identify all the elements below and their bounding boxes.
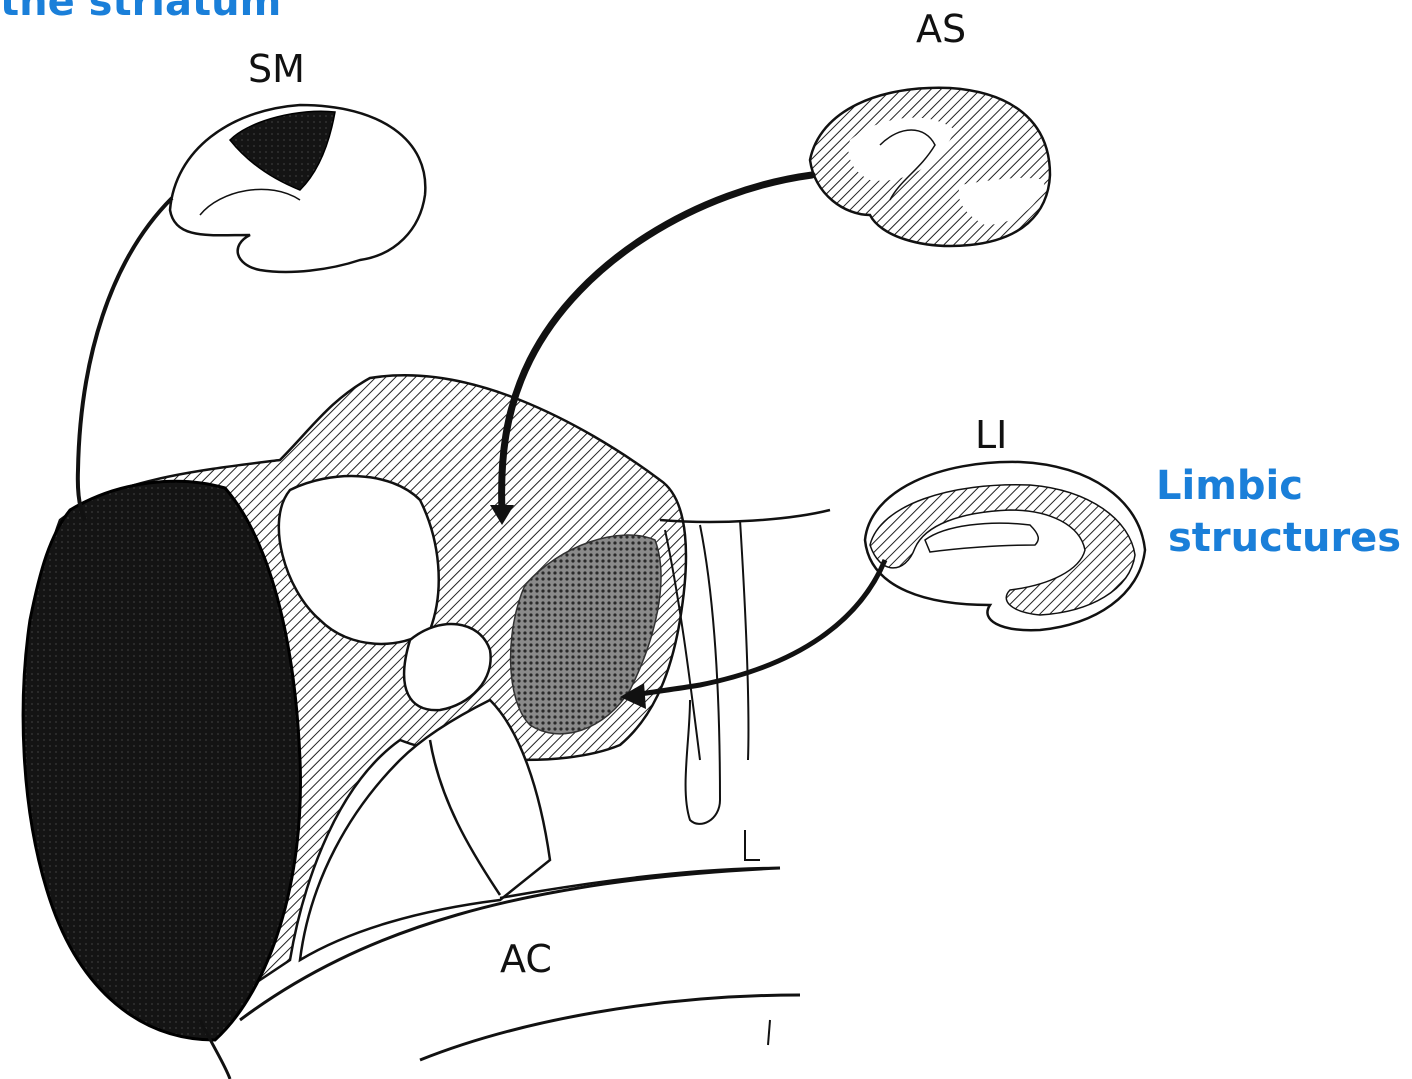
as-section-outline [810, 88, 1050, 246]
ac-label: AC [500, 937, 552, 981]
ac-tick [768, 1020, 770, 1045]
sm-projection-arrow [78, 198, 172, 520]
capsule-tick [745, 830, 760, 860]
anterior-commissure-lower-boundary [420, 995, 800, 1060]
li-label: LI [975, 413, 1007, 457]
as-label: AS [916, 7, 966, 51]
capsule-line-3 [686, 525, 720, 824]
capsule-line-1 [660, 510, 830, 522]
sensorimotor-dark-region [23, 481, 300, 1040]
sm-label: SM [248, 47, 305, 91]
capsule-line-4 [740, 520, 748, 760]
